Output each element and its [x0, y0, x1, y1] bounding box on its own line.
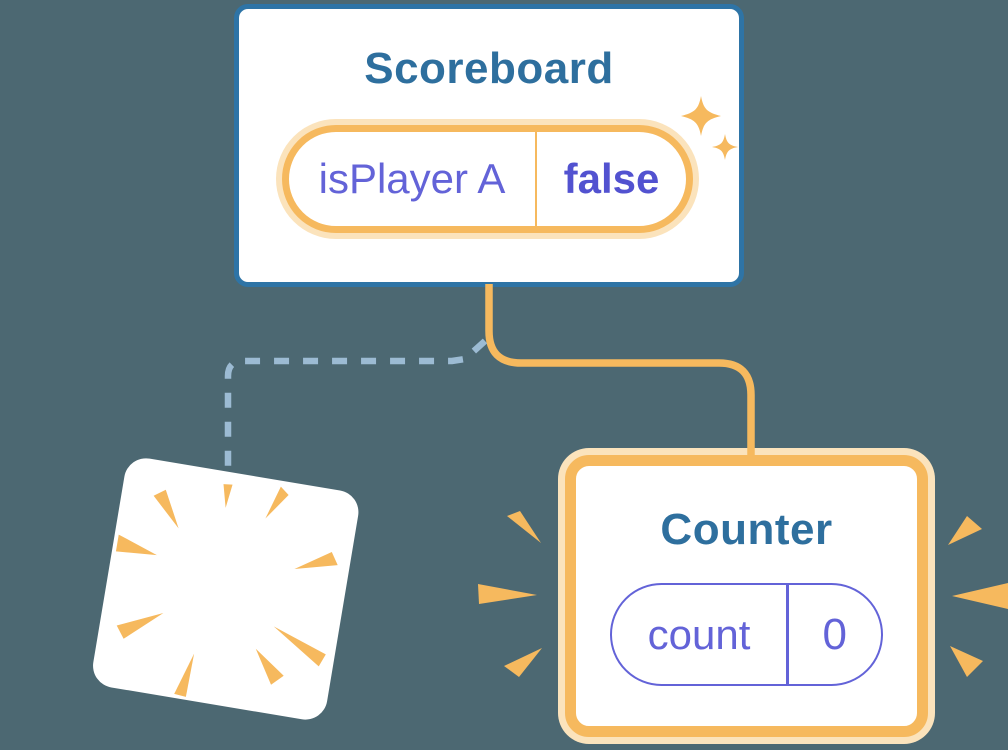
scoreboard-state-pill: isPlayer A false	[282, 125, 693, 233]
state-name: count	[647, 610, 751, 658]
poof-burst-icon	[115, 484, 338, 697]
counter-card: Counter count 0	[565, 455, 928, 737]
counter-state-pill: count 0	[610, 583, 883, 686]
emphasis-rays-right-icon	[948, 516, 1008, 677]
state-value: false	[563, 155, 660, 202]
scoreboard-title: Scoreboard	[364, 44, 614, 93]
destroyed-card	[89, 455, 362, 723]
counter-title: Counter	[660, 505, 833, 554]
tree-edge-dashed	[224, 338, 488, 466]
pill-divider	[535, 132, 537, 226]
scoreboard-card: Scoreboard isPlayer A false	[234, 4, 744, 287]
tree-edge-solid	[485, 284, 755, 456]
state-value: 0	[822, 609, 847, 659]
pill-divider	[786, 585, 789, 684]
state-name: isPlayer A	[318, 155, 506, 202]
emphasis-rays-left-icon	[478, 511, 542, 677]
